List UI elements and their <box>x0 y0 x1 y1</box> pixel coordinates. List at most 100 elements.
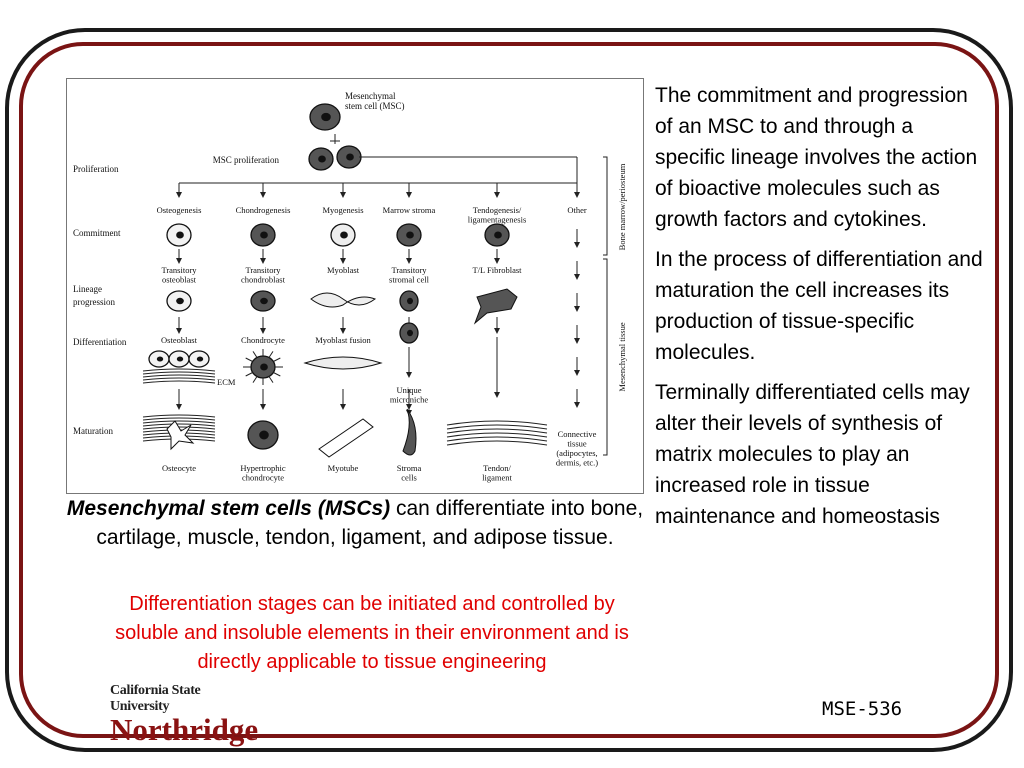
progression-label: T/L Fibroblast <box>472 265 522 275</box>
bracket-bone-marrow <box>603 157 607 255</box>
commitment-label: Chondrogenesis <box>236 205 291 215</box>
university-logo: California State University Northridge <box>110 683 260 729</box>
cell-nucleus <box>407 298 413 304</box>
maturation-label: Osteocyte <box>162 463 196 473</box>
maturation-label: Connective <box>558 429 597 439</box>
msc-label: stem cell (MSC) <box>345 101 405 111</box>
osteocyte-matrix-line <box>143 418 215 420</box>
myoblast-cell <box>311 293 375 307</box>
cell-nucleus <box>494 231 502 238</box>
maturation-label: dermis, etc.) <box>556 458 598 468</box>
cell-nucleus <box>176 298 184 304</box>
ecm-fiber <box>246 373 253 377</box>
ecm-fiber <box>273 358 280 362</box>
explanation-paragraph-3: Terminally differentiated cells may alte… <box>655 377 985 532</box>
logo-line-2: Northridge <box>110 715 260 744</box>
stage-label: Differentiation <box>73 337 127 347</box>
maturation-label: Hypertrophic <box>240 463 286 473</box>
commitment-label: Tendogenesis/ <box>473 205 522 215</box>
stage-label: progression <box>73 297 115 307</box>
bracket-label: Bone marrow/periosteum <box>617 163 627 250</box>
progression-label: osteoblast <box>162 275 197 285</box>
bone-matrix-line <box>143 369 215 371</box>
maturation-label: (adipocytes, <box>556 448 597 458</box>
stage-label: Maturation <box>73 426 113 436</box>
proliferation-label: MSC proliferation <box>213 155 280 165</box>
cell-nucleus <box>346 153 354 160</box>
ecm-fiber <box>246 358 253 362</box>
bracket-mesenchymal <box>603 259 607 455</box>
stroma-cell <box>403 409 416 455</box>
ecm-label: ECM <box>217 377 236 387</box>
bone-matrix-line <box>143 372 215 374</box>
myotube <box>319 419 373 457</box>
cell-nucleus <box>259 431 269 440</box>
tendon-fiber <box>447 433 547 437</box>
explanation-paragraph-1: The commitment and progression of an MSC… <box>655 80 985 235</box>
ecm-fiber <box>273 373 280 377</box>
cell-nucleus <box>260 298 268 304</box>
cell-nucleus <box>197 356 203 361</box>
cell-nucleus <box>406 231 414 238</box>
maturation-label: Stroma <box>397 463 422 473</box>
myoblast-fusion <box>305 357 381 369</box>
cell-nucleus <box>407 330 413 336</box>
osteocyte-matrix-line <box>143 424 215 426</box>
ecm-fiber <box>253 377 257 383</box>
explanation-column: The commitment and progression of an MSC… <box>655 80 985 541</box>
progression-label: stromal cell <box>389 275 430 285</box>
commitment-label: Marrow stroma <box>383 205 436 215</box>
maturation-label: Tendon/ <box>483 463 511 473</box>
progression-label: Transitory <box>391 265 427 275</box>
cell-nucleus <box>260 363 268 370</box>
progression-label: Myoblast <box>327 265 360 275</box>
tendon-fiber <box>447 425 547 429</box>
bone-matrix-line <box>143 375 215 377</box>
osteocyte-cell <box>167 421 193 449</box>
cell-nucleus <box>260 231 268 238</box>
tendon-fiber <box>447 421 547 425</box>
differentiation-label: microniche <box>390 395 428 405</box>
bracket-label: Mesenchymal tissue <box>617 322 627 391</box>
cell-nucleus <box>340 231 348 238</box>
tendon-fiber <box>447 437 547 441</box>
maturation-label: Myotube <box>328 463 359 473</box>
bone-matrix-line <box>143 378 215 380</box>
cell-nucleus <box>177 356 183 361</box>
ecm-fiber <box>253 351 257 357</box>
stage-label: Commitment <box>73 228 121 238</box>
highlight-note: Differentiation stages can be initiated … <box>100 590 644 677</box>
tendon-fiber <box>447 441 547 445</box>
explanation-paragraph-2: In the process of differentiation and ma… <box>655 244 985 368</box>
commitment-label: Myogenesis <box>322 205 363 215</box>
course-code: MSE-536 <box>822 698 902 720</box>
progression-label: Transitory <box>161 265 197 275</box>
logo-line-1: California State University <box>110 683 260 715</box>
cell-nucleus <box>176 231 184 238</box>
differentiation-label: Osteoblast <box>161 335 198 345</box>
progression-label: Transitory <box>245 265 281 275</box>
osteocyte-matrix-line <box>143 415 215 417</box>
ecm-fiber <box>269 377 273 383</box>
commitment-label: Other <box>567 205 587 215</box>
differentiation-label: Myoblast fusion <box>315 335 371 345</box>
bone-matrix-line <box>143 381 215 383</box>
progression-label: chondroblast <box>241 275 286 285</box>
ecm-fiber <box>269 351 273 357</box>
cell-nucleus <box>321 113 331 121</box>
maturation-label: chondrocyte <box>242 473 284 483</box>
caption-emphasis: Mesenchymal stem cells (MSCs) <box>67 497 390 520</box>
msc-label: Mesenchymal <box>345 91 396 101</box>
osteocyte-matrix-line <box>143 421 215 423</box>
maturation-label: tissue <box>567 439 587 449</box>
differentiation-label: Unique <box>396 385 421 395</box>
stage-label: Lineage <box>73 284 102 294</box>
tendon-fiber <box>447 429 547 433</box>
commitment-label: Osteogenesis <box>157 205 202 215</box>
maturation-label: cells <box>401 473 417 483</box>
proliferation-connector <box>330 134 340 144</box>
cell-nucleus <box>318 155 326 162</box>
figure-caption: Mesenchymal stem cells (MSCs) can differ… <box>66 494 644 552</box>
